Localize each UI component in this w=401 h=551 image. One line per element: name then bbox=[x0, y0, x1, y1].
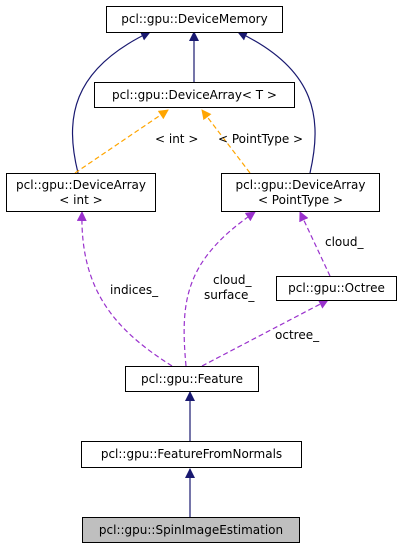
edge-feature-cloud-surface-to-devicearray-pointtype bbox=[183, 211, 256, 367]
node-device-array-t[interactable]: pcl::gpu::DeviceArray< T > bbox=[94, 82, 295, 108]
edge-label-cloud-surface-line1: cloud_ bbox=[213, 273, 252, 287]
node-device-array-t-label: pcl::gpu::DeviceArray< T > bbox=[112, 87, 277, 102]
node-feature-from-normals[interactable]: pcl::gpu::FeatureFromNormals bbox=[81, 441, 302, 468]
node-device-memory[interactable]: pcl::gpu::DeviceMemory bbox=[106, 6, 283, 33]
node-device-array-pointtype-label-line1: pcl::gpu::DeviceArray bbox=[235, 177, 366, 192]
node-feature-from-normals-label: pcl::gpu::FeatureFromNormals bbox=[100, 447, 283, 461]
node-spin-image-estimation[interactable]: pcl::gpu::SpinImageEstimation bbox=[82, 517, 300, 543]
node-device-array-int-label-line2: < int > bbox=[59, 192, 103, 207]
node-device-array-pointtype-label-line2: < PointType > bbox=[257, 192, 344, 207]
node-feature[interactable]: pcl::gpu::Feature bbox=[125, 366, 259, 392]
node-octree[interactable]: pcl::gpu::Octree bbox=[276, 276, 397, 301]
node-spin-image-estimation-label: pcl::gpu::SpinImageEstimation bbox=[98, 522, 284, 537]
edge-devicearray-pointtype-to-devicememory bbox=[237, 31, 316, 174]
edge-octree-cloud-to-devicearray-pointtype bbox=[299, 211, 331, 277]
node-device-array-pointtype[interactable]: pcl::gpu::DeviceArray < PointType > bbox=[221, 173, 380, 212]
edge-label-pointtype-template: < PointType > bbox=[218, 132, 303, 146]
edge-label-indices: indices_ bbox=[110, 283, 159, 297]
edge-label-int-template: < int > bbox=[155, 132, 198, 146]
edge-label-cloud-surface-line2: surface_ bbox=[204, 288, 255, 302]
node-device-memory-label: pcl::gpu::DeviceMemory bbox=[121, 12, 268, 26]
node-octree-label: pcl::gpu::Octree bbox=[288, 281, 385, 295]
edge-devicearray-pointtype-to-devicearray-t bbox=[201, 109, 251, 174]
edge-feature-indices-to-devicearray-int bbox=[76, 211, 173, 367]
edge-devicearray-int-to-devicearray-t bbox=[74, 109, 169, 174]
edge-label-octree: octree_ bbox=[275, 328, 320, 342]
edge-label-cloud: cloud_ bbox=[325, 235, 364, 249]
node-device-array-int[interactable]: pcl::gpu::DeviceArray < int > bbox=[6, 173, 156, 212]
node-device-array-int-label-line1: pcl::gpu::DeviceArray bbox=[16, 177, 146, 192]
node-feature-label: pcl::gpu::Feature bbox=[141, 371, 243, 386]
edge-devicearray-int-to-devicememory bbox=[71, 31, 151, 174]
